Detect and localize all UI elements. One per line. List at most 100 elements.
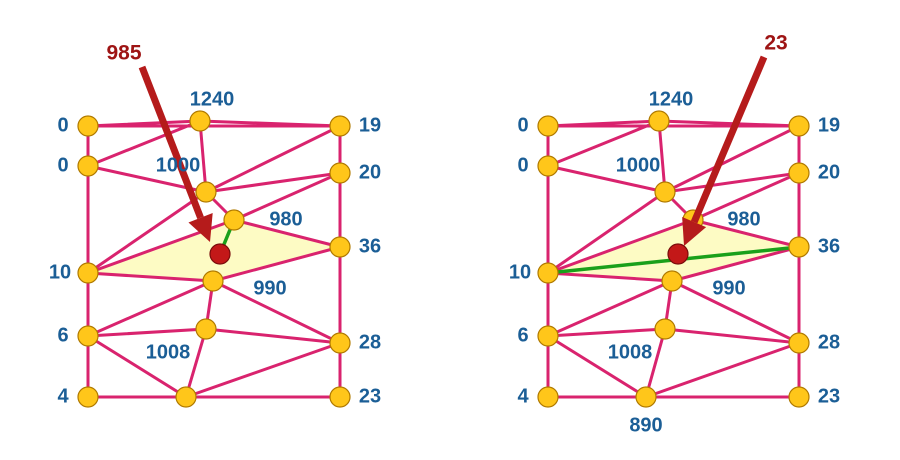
mesh-node bbox=[654, 318, 676, 340]
node-value-label: 1008 bbox=[608, 341, 653, 363]
node-value-label: 10 bbox=[509, 261, 531, 283]
node-value-label: 28 bbox=[359, 331, 381, 353]
node-value-label: 1000 bbox=[616, 154, 661, 176]
mesh-node bbox=[661, 270, 683, 292]
mesh-node bbox=[788, 332, 810, 354]
mesh-edge bbox=[546, 218, 695, 275]
mesh-node bbox=[77, 115, 99, 137]
node-value-label: 36 bbox=[818, 235, 840, 257]
mesh-edge bbox=[86, 334, 188, 399]
mesh-edge bbox=[86, 271, 215, 283]
node-value-label: 980 bbox=[269, 208, 302, 230]
mesh-node bbox=[537, 155, 559, 177]
node-value-label: 990 bbox=[253, 277, 286, 299]
mesh-edge bbox=[644, 341, 801, 399]
mesh-node bbox=[175, 386, 197, 408]
node-value-label: 990 bbox=[712, 277, 745, 299]
mesh-edge bbox=[691, 171, 801, 222]
node-value-label: 23 bbox=[359, 385, 381, 407]
mesh-edge bbox=[663, 171, 801, 194]
mesh-edge bbox=[86, 119, 202, 168]
node-value-label: 1000 bbox=[156, 154, 201, 176]
mesh-node bbox=[537, 325, 559, 347]
mesh-edge bbox=[232, 218, 342, 249]
node-value-label: 19 bbox=[818, 114, 840, 136]
mesh-node bbox=[77, 386, 99, 408]
mesh-edge bbox=[546, 119, 661, 128]
mesh-node bbox=[329, 386, 351, 408]
mesh-node bbox=[202, 270, 224, 292]
mesh-edge bbox=[546, 279, 674, 338]
mesh-node bbox=[329, 236, 351, 258]
node-value-label: 10 bbox=[49, 261, 71, 283]
query-point bbox=[667, 243, 689, 265]
mesh-edge bbox=[546, 190, 667, 275]
node-value-label: 36 bbox=[359, 235, 381, 257]
mesh-node bbox=[537, 386, 559, 408]
arrow-value-label: 23 bbox=[764, 32, 787, 55]
mesh-edge bbox=[198, 119, 208, 194]
mesh-node bbox=[537, 115, 559, 137]
mesh-node bbox=[788, 386, 810, 408]
mesh-edge bbox=[204, 327, 342, 345]
mesh-edge bbox=[546, 271, 674, 283]
node-value-label: 20 bbox=[818, 161, 840, 183]
mesh-node bbox=[77, 262, 99, 284]
mesh-edge bbox=[232, 171, 342, 222]
mesh-edge bbox=[184, 341, 342, 399]
node-value-label: 1008 bbox=[146, 341, 191, 363]
node-value-label: 0 bbox=[57, 114, 68, 136]
mesh-node bbox=[537, 262, 559, 284]
mesh-edge bbox=[546, 327, 667, 338]
mesh-edge bbox=[211, 279, 342, 345]
mesh-edge bbox=[86, 279, 215, 338]
mesh-edge bbox=[657, 119, 801, 128]
mesh-edge bbox=[663, 124, 801, 194]
mesh-node bbox=[648, 110, 670, 132]
mesh-node bbox=[189, 110, 211, 132]
mesh-edge bbox=[204, 171, 342, 194]
node-value-label: 4 bbox=[57, 385, 69, 407]
mesh-node bbox=[635, 386, 657, 408]
mesh-node bbox=[329, 332, 351, 354]
mesh-edge bbox=[691, 218, 801, 249]
mesh-edge bbox=[670, 279, 801, 345]
node-value-label: 4 bbox=[517, 385, 529, 407]
pointer-arrow-shaft bbox=[138, 65, 204, 220]
node-value-label: 890 bbox=[629, 414, 662, 436]
mesh-edge bbox=[546, 164, 667, 194]
mesh-node bbox=[654, 181, 676, 203]
node-value-label: 23 bbox=[818, 385, 840, 407]
arrow-value-label: 985 bbox=[106, 42, 141, 65]
mesh-node bbox=[329, 115, 351, 137]
mesh-node bbox=[788, 236, 810, 258]
mesh-edge bbox=[546, 334, 648, 399]
mesh-edge bbox=[204, 124, 342, 194]
mesh-node bbox=[223, 209, 245, 231]
mesh-edge bbox=[86, 327, 208, 338]
node-value-label: 980 bbox=[727, 208, 760, 230]
mesh-node bbox=[195, 318, 217, 340]
mesh-edge bbox=[86, 190, 208, 275]
node-value-label: 28 bbox=[818, 331, 840, 353]
node-value-label: 0 bbox=[517, 154, 528, 176]
node-value-label: 6 bbox=[517, 324, 528, 346]
mesh-edge bbox=[663, 327, 801, 345]
mesh-node bbox=[195, 181, 217, 203]
pointer-arrow-shaft bbox=[690, 55, 768, 224]
mesh-edge bbox=[211, 245, 342, 283]
pointer-arrow-head bbox=[682, 216, 707, 246]
mesh-node bbox=[329, 162, 351, 184]
mesh-edge bbox=[184, 327, 208, 399]
pointer-arrow-head bbox=[188, 213, 213, 242]
mesh-edge bbox=[546, 119, 661, 168]
mesh-node bbox=[788, 162, 810, 184]
mesh-node bbox=[77, 325, 99, 347]
node-value-label: 1240 bbox=[190, 88, 235, 110]
node-value-label: 6 bbox=[57, 324, 68, 346]
mesh-node bbox=[77, 155, 99, 177]
mesh-edge bbox=[644, 327, 667, 399]
